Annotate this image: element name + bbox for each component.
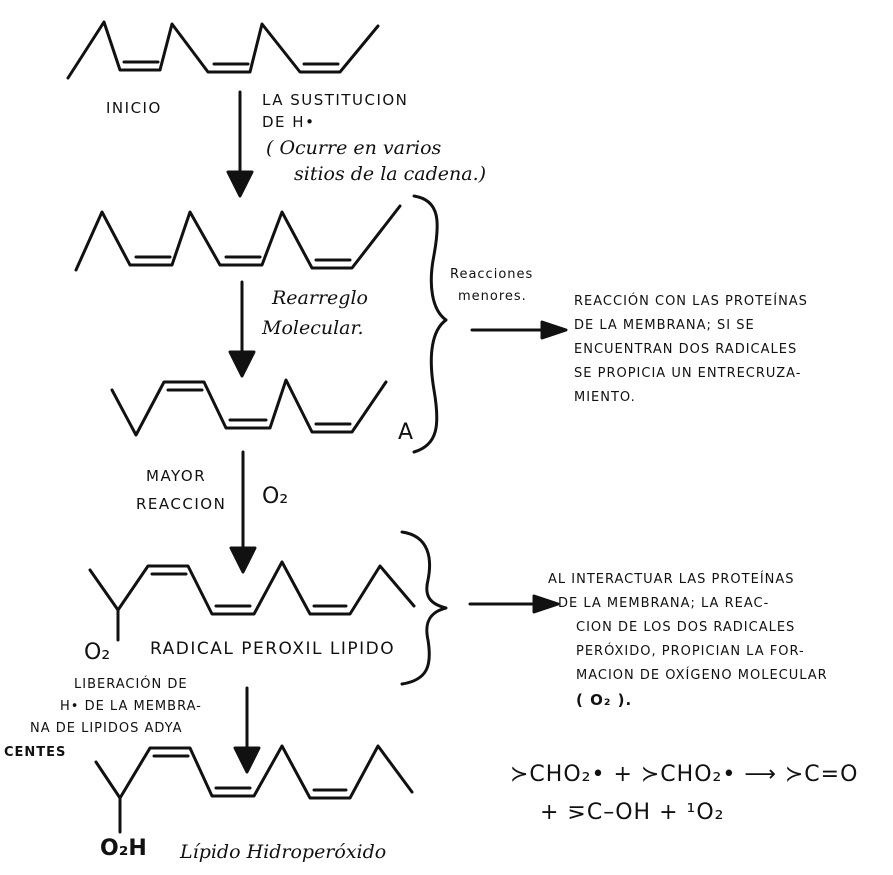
label-sustitucion-1: LA SUSTITUCION <box>262 91 409 109</box>
brace-2 <box>400 530 448 686</box>
chain-hydroperoxide <box>94 744 414 800</box>
label-rearreglo-1: Rearreglo <box>272 287 368 309</box>
note1-line: REACCIÓN CON LAS PROTEÍNAS <box>574 294 808 309</box>
note2-line: AL INTERACTUAR LAS PROTEÍNAS <box>548 572 795 587</box>
note1-line: MIENTO. <box>574 390 636 405</box>
chain-peroxyl <box>88 560 416 616</box>
label-mayor-2: REACCION <box>136 495 227 513</box>
label-o2-reagent: O₂ <box>262 484 289 509</box>
label-lipido-hidroperoxido: Lípido Hidroperóxido <box>180 841 387 863</box>
equation-line-1: ≻CHO₂• + ≻CHO₂• ⟶ ≻C=O <box>510 762 859 787</box>
label-mayor-1: MAYOR <box>146 467 207 485</box>
label-liberacion-1: LIBERACIÓN DE <box>74 677 188 692</box>
note1-line: ENCUENTRAN DOS RADICALES <box>574 342 798 357</box>
note2-line: ( O₂ ). <box>576 691 633 709</box>
label-ocurre-1: ( Ocurre en varios <box>266 137 442 159</box>
label-radical-peroxil: RADICAL PEROXIL LIPIDO <box>150 639 396 659</box>
brace-1 <box>412 194 448 454</box>
note2-line: DE LA MEMBRANA; LA REAC- <box>558 596 770 611</box>
note-proteins-crosslink: REACCIÓN CON LAS PROTEÍNAS DE LA MEMBRAN… <box>574 290 808 410</box>
label-radical-o2: O₂ <box>84 640 111 665</box>
note2-line: MACION DE OXÍGENO MOLECULAR <box>576 668 828 683</box>
label-liberacion-3: NA DE LIPIDOS ADYA <box>30 721 183 736</box>
label-inicio: INICIO <box>106 99 162 117</box>
note2-line: PERÓXIDO, PROPICIAN LA FOR- <box>576 644 805 659</box>
label-liberacion-4: CENTES <box>4 745 67 760</box>
label-reacciones-2: menores. <box>458 289 527 304</box>
equation-line-2: + ⋝C–OH + ¹O₂ <box>540 800 725 825</box>
chain-initial <box>66 20 380 80</box>
label-marker-a: A <box>398 420 414 445</box>
label-liberacion-2: H• DE LA MEMBRA- <box>60 699 202 714</box>
label-rearreglo-2: Molecular. <box>262 317 364 339</box>
note1-line: DE LA MEMBRANA; SI SE <box>574 318 755 333</box>
note-peroxide-radicals: AL INTERACTUAR LAS PROTEÍNAS DE LA MEMBR… <box>548 568 828 712</box>
label-sustitucion-2: DE H• <box>262 113 316 131</box>
note2-line: CION DE LOS DOS RADICALES <box>576 620 796 635</box>
label-o2h: O₂H <box>100 836 147 861</box>
label-ocurre-2: sitios de la cadena.) <box>294 163 487 185</box>
chain-radical <box>74 204 402 272</box>
chain-conjugated <box>110 378 388 437</box>
note1-line: SE PROPICIA UN ENTRECRUZA- <box>574 366 802 381</box>
label-reacciones-1: Reacciones <box>450 267 534 282</box>
